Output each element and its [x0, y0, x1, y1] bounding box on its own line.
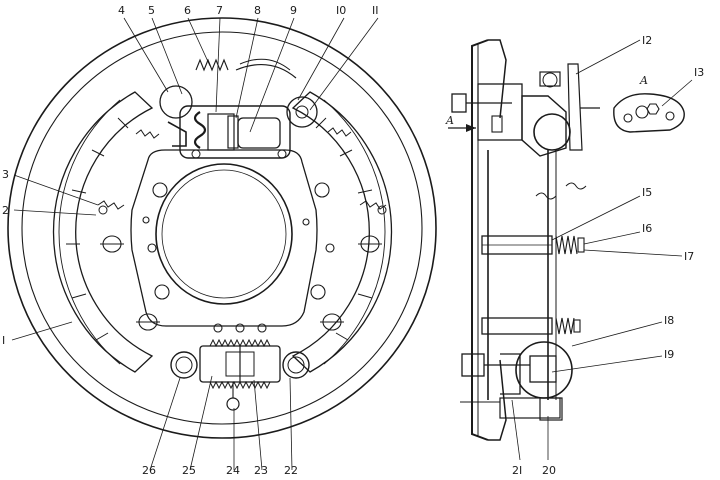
side-section-view: A [445, 39, 600, 441]
lower-spring [555, 317, 575, 335]
callout-25: 25 [182, 464, 196, 477]
callout-12: I2 [642, 34, 652, 47]
upper-bolt [451, 93, 512, 133]
right-brake-shoe [291, 91, 393, 373]
callout-11: II [372, 4, 379, 17]
piston-right [237, 117, 281, 149]
upper-return-spring [195, 58, 229, 72]
callout-5: 5 [148, 4, 155, 17]
lever-section [567, 63, 583, 151]
callout-7: 7 [216, 4, 223, 17]
callout-13: I3 [694, 66, 704, 79]
callout-17: I7 [684, 250, 694, 263]
left-shoe-lining [58, 99, 121, 365]
left-anchor-pin [170, 351, 198, 379]
callout-1: I [2, 334, 5, 347]
callout-21: 2I [512, 464, 522, 477]
central-bore-inner [161, 169, 287, 299]
callout-2: 2 [2, 204, 9, 217]
front-view [7, 17, 437, 439]
callout-20: 20 [542, 464, 556, 477]
callout-23: 23 [254, 464, 268, 477]
adjuster-assembly [170, 338, 310, 411]
callout-22: 22 [284, 464, 298, 477]
mid-spring [555, 235, 578, 255]
right-shoe-lining [323, 99, 386, 365]
leader-lines [11, 17, 693, 471]
detail-view-a: A [613, 74, 685, 133]
left-bellows [193, 111, 207, 149]
left-brake-shoe [52, 91, 154, 373]
callout-3: 3 [2, 168, 9, 181]
shoe-retaining-pins [100, 235, 382, 331]
wheel-cylinder-assembly [159, 58, 318, 159]
hub-flange [130, 149, 318, 327]
cylinder-housing [179, 105, 291, 159]
callout-18: I8 [664, 314, 674, 327]
left-lining-dashes [66, 117, 129, 341]
callout-19: I9 [664, 348, 674, 361]
hold-down-springs [97, 127, 387, 215]
callout-8: 8 [254, 4, 261, 17]
piston-cup [227, 115, 239, 149]
callout-15: I5 [642, 186, 652, 199]
callout-24: 24 [226, 464, 240, 477]
lower-connecting-pin [481, 317, 553, 335]
view-a-plate [613, 93, 685, 133]
backing-plate-outer-ring [7, 17, 437, 439]
lower-adjuster-section [460, 341, 573, 421]
cam-shaft-section [533, 113, 571, 151]
callout-10: I0 [336, 4, 346, 17]
flange-bolt-holes [142, 182, 335, 333]
callout-26: 26 [142, 464, 156, 477]
callout-labels: I 2 3 4 5 6 7 8 9 I0 II I2 I3 I5 I6 I7 I… [2, 4, 704, 477]
right-anchor-pin [282, 351, 310, 379]
wire-clip [535, 192, 557, 200]
backing-plate-profile [471, 39, 489, 441]
adjuster-spring-hook [226, 397, 240, 411]
anchor-pin [286, 96, 318, 128]
cam-pivot [159, 85, 193, 119]
section-arrow-letter: A [445, 114, 454, 127]
backing-plate-inner-ring [21, 31, 423, 425]
callout-16: I6 [642, 222, 652, 235]
callout-6: 6 [184, 4, 191, 17]
callout-4: 4 [118, 4, 125, 17]
view-a-label: A [639, 74, 648, 87]
callout-9: 9 [290, 4, 297, 17]
central-bore [155, 163, 293, 305]
